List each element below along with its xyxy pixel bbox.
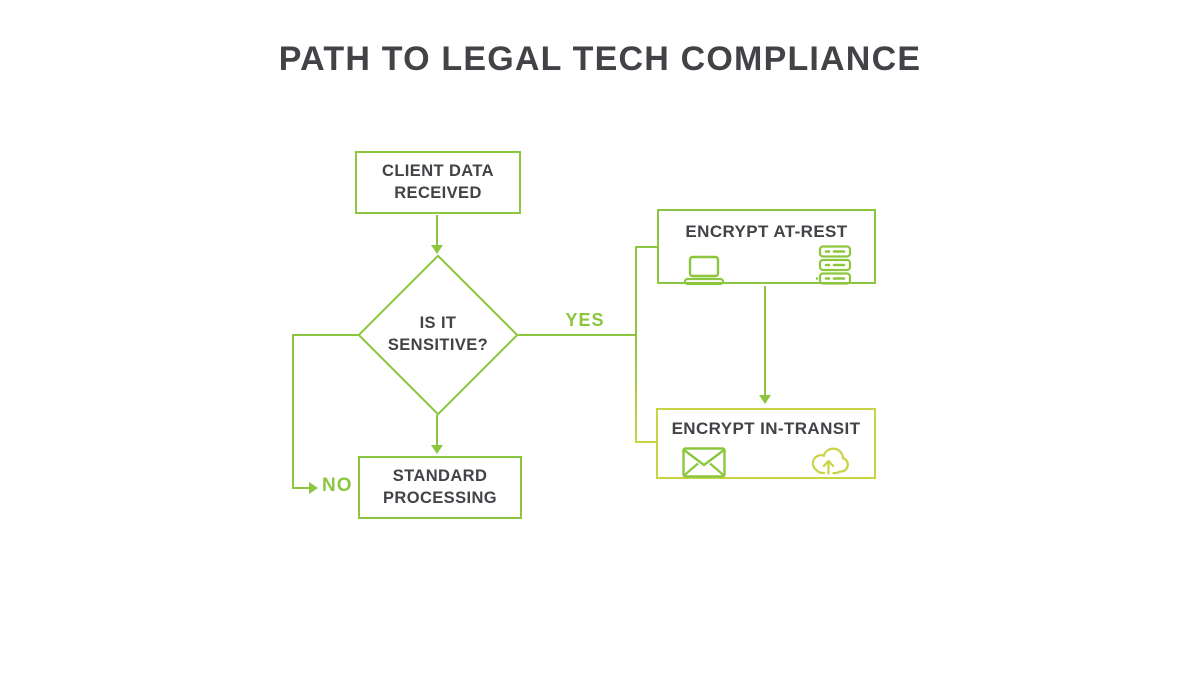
edge-label-no: NO xyxy=(322,475,353,496)
node-decision-label: IS IT SENSITIVE? xyxy=(387,314,489,354)
node-client-data-received: CLIENT DATA RECEIVED xyxy=(355,151,521,214)
node-encrypt-in-transit-label: ENCRYPT IN-TRANSIT xyxy=(671,419,861,438)
node-encrypt-at-rest: ENCRYPT AT-REST xyxy=(657,209,876,286)
node-standard-processing: STANDARD PROCESSING xyxy=(358,456,522,519)
envelope-icon xyxy=(682,447,726,479)
node-decision: IS IT SENSITIVE? xyxy=(357,254,519,416)
encrypt-at-rest-icons xyxy=(659,243,874,294)
connector-branch-to-at-rest xyxy=(637,246,657,248)
connector-no-horizontal-bottom xyxy=(292,487,310,489)
connector-branch-to-in-transit xyxy=(637,441,656,443)
arrowhead-into-in-transit xyxy=(759,395,771,404)
laptop-icon xyxy=(683,255,725,286)
encrypt-in-transit-icons xyxy=(658,440,874,485)
connector-decision-standard xyxy=(436,415,438,446)
node-encrypt-at-rest-label: ENCRYPT AT-REST xyxy=(685,222,848,241)
node-client-data-label: CLIENT DATA RECEIVED xyxy=(382,161,494,202)
connector-no-vertical xyxy=(292,334,294,489)
connector-no-horizontal-top xyxy=(292,334,358,336)
connector-yes-horizontal xyxy=(518,334,637,336)
connector-atrest-intransit xyxy=(764,286,766,396)
page-title: PATH TO LEGAL TECH COMPLIANCE xyxy=(278,40,922,78)
arrowhead-no xyxy=(309,482,318,494)
arrowhead-into-decision xyxy=(431,245,443,254)
connector-clientdata-decision xyxy=(436,215,438,246)
node-encrypt-in-transit: ENCRYPT IN-TRANSIT xyxy=(656,408,876,479)
node-standard-processing-label: STANDARD PROCESSING xyxy=(382,466,498,507)
server-icon xyxy=(816,245,852,286)
arrowhead-into-standard xyxy=(431,445,443,454)
edge-label-yes: YES xyxy=(565,310,605,330)
cloud-upload-icon xyxy=(805,442,852,478)
connector-yes-branch-vertical xyxy=(635,246,637,443)
